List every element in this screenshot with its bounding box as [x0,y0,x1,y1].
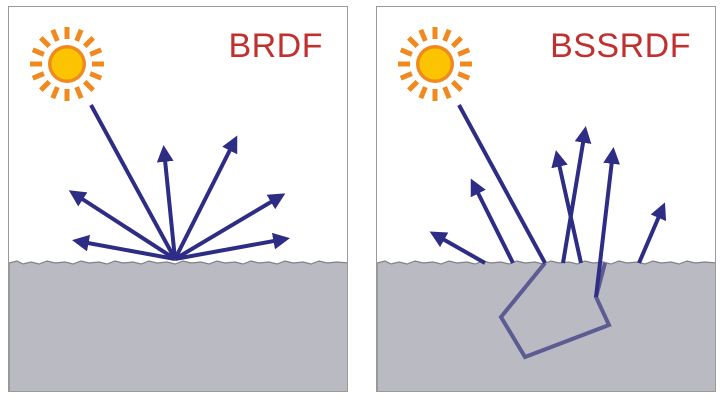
exit-ray [594,146,620,298]
exit-ray [637,202,667,264]
reflected-ray [174,232,290,261]
sun-icon [398,27,472,101]
incident-ray [457,104,547,264]
reflected-ray [173,135,238,260]
panel-title-brdf: BRDF [228,27,323,65]
exit-ray [470,178,515,264]
exit-ray [429,231,486,265]
sun-icon [30,27,104,101]
exit-ray [551,150,583,264]
reflected-ray [173,193,286,261]
reflected-ray [72,234,176,261]
bssrdf-panel: BSSRDF [376,6,716,392]
panel-title-bssrdf: BSSRDF [550,27,691,65]
reflected-ray [68,190,177,261]
bssrdf-diagram [377,27,715,391]
brdf-diagram [9,27,347,391]
incident-ray [89,104,177,260]
exit-ray [561,126,592,264]
material-surface [377,260,715,391]
reflected-ray [156,144,177,260]
brdf-panel: BRDF [8,6,348,392]
material-surface [9,260,347,391]
